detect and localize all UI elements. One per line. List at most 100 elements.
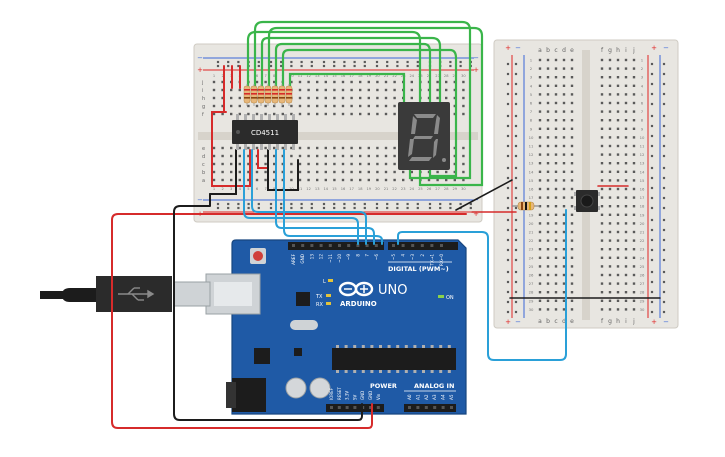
row-number: 13: [529, 161, 534, 166]
bb-hole: [600, 299, 604, 302]
digital-pin-label: GND: [300, 254, 305, 264]
resistor-band: [258, 89, 264, 91]
header-pin: [376, 406, 380, 409]
bb-hole: [376, 162, 379, 166]
rail-hole: [514, 92, 518, 96]
digital-pin-label: ~3: [410, 254, 415, 261]
segment-d: [409, 157, 432, 161]
bb-hole: [546, 239, 550, 242]
rail-hole: [428, 206, 432, 210]
bb-hole: [570, 187, 574, 191]
bb-hole: [281, 178, 284, 182]
col-number: 12: [306, 74, 311, 78]
bb-hole: [562, 187, 566, 191]
rail-hole: [375, 206, 379, 210]
mcu-pin: [404, 345, 408, 348]
digital-pin-label: 7: [365, 254, 370, 257]
header-pin: [337, 406, 341, 409]
bb-hole: [359, 162, 362, 166]
chip-pin: [236, 144, 239, 150]
bb-hole: [324, 104, 327, 108]
bb-hole: [600, 248, 604, 251]
bb-hole: [367, 154, 370, 158]
bb-hole: [212, 96, 216, 100]
col-number: 2: [221, 187, 223, 191]
bb-hole: [554, 265, 558, 268]
bb-hole: [393, 104, 396, 108]
rail-hole: [280, 206, 283, 210]
col-number: 11: [298, 187, 303, 191]
rail-hole: [506, 154, 510, 158]
col-letter: i: [625, 318, 627, 325]
bb-hole: [624, 239, 628, 242]
header-pin: [430, 244, 434, 247]
rail-hole: [662, 218, 666, 222]
bb-hole: [307, 104, 310, 108]
rail-hole: [227, 202, 230, 206]
bb-hole: [384, 112, 388, 116]
header-pin: [440, 244, 443, 247]
col-number: 20: [375, 187, 380, 191]
bb-hole: [350, 170, 353, 174]
mcu-pin: [353, 345, 357, 348]
bb-hole: [624, 213, 628, 216]
bb-hole: [554, 239, 558, 242]
rail-hole: [469, 206, 472, 210]
col-number: 28: [444, 74, 449, 78]
rail-hole: [506, 196, 510, 200]
bb-hole: [632, 256, 636, 259]
bb-hole: [570, 144, 574, 148]
rail-hole: [396, 206, 399, 210]
bb-hole: [273, 178, 276, 182]
rail-hole: [363, 64, 366, 68]
col-letter: a: [538, 47, 542, 54]
bb-hole: [616, 196, 620, 199]
bb-hole: [600, 282, 604, 285]
bb-hole: [298, 88, 302, 92]
rail-hole: [333, 64, 336, 68]
col-number: 4: [239, 187, 242, 191]
bb-hole: [238, 154, 241, 158]
rail-sign: −: [197, 54, 203, 62]
rail-hole: [662, 206, 666, 210]
bb-hole: [624, 196, 628, 199]
col-letter: e: [570, 318, 574, 325]
bb-hole: [554, 170, 558, 173]
bb-hole: [608, 153, 612, 156]
segment-c: [433, 139, 438, 158]
row-number: 6: [641, 101, 644, 106]
digital-pin-label: 4: [401, 254, 406, 257]
col-letter: g: [608, 47, 612, 54]
bb-hole: [600, 84, 604, 87]
bb-hole: [624, 153, 628, 156]
bb-hole: [600, 144, 604, 148]
bb-hole: [359, 80, 362, 84]
bb-hole: [238, 170, 241, 174]
rail-hole: [514, 248, 518, 252]
bb-hole: [384, 162, 388, 166]
mcu-pin: [430, 345, 434, 348]
bb-hole: [316, 146, 319, 150]
rail-hole: [506, 290, 510, 294]
row-number: 14: [640, 169, 645, 174]
bb-hole: [616, 308, 620, 311]
bb-hole: [570, 93, 574, 96]
col-letter: b: [546, 318, 550, 325]
small-ic: [294, 348, 302, 356]
row-letter: f: [202, 112, 204, 118]
bb-hole: [570, 179, 574, 182]
chip-pin: [276, 144, 279, 150]
bb-hole: [632, 308, 636, 311]
bb-hole: [608, 162, 612, 165]
rail-hole: [353, 202, 356, 206]
bb-hole: [600, 67, 604, 70]
bb-hole: [554, 273, 558, 277]
row-number: 4: [641, 83, 644, 88]
bb-hole: [554, 256, 558, 259]
bb-hole: [546, 101, 550, 105]
chip-notch: [236, 130, 240, 134]
bb-hole: [367, 104, 370, 108]
rail-hole: [459, 64, 462, 68]
col-number: 16: [341, 74, 346, 78]
row-letter: d: [202, 154, 205, 160]
